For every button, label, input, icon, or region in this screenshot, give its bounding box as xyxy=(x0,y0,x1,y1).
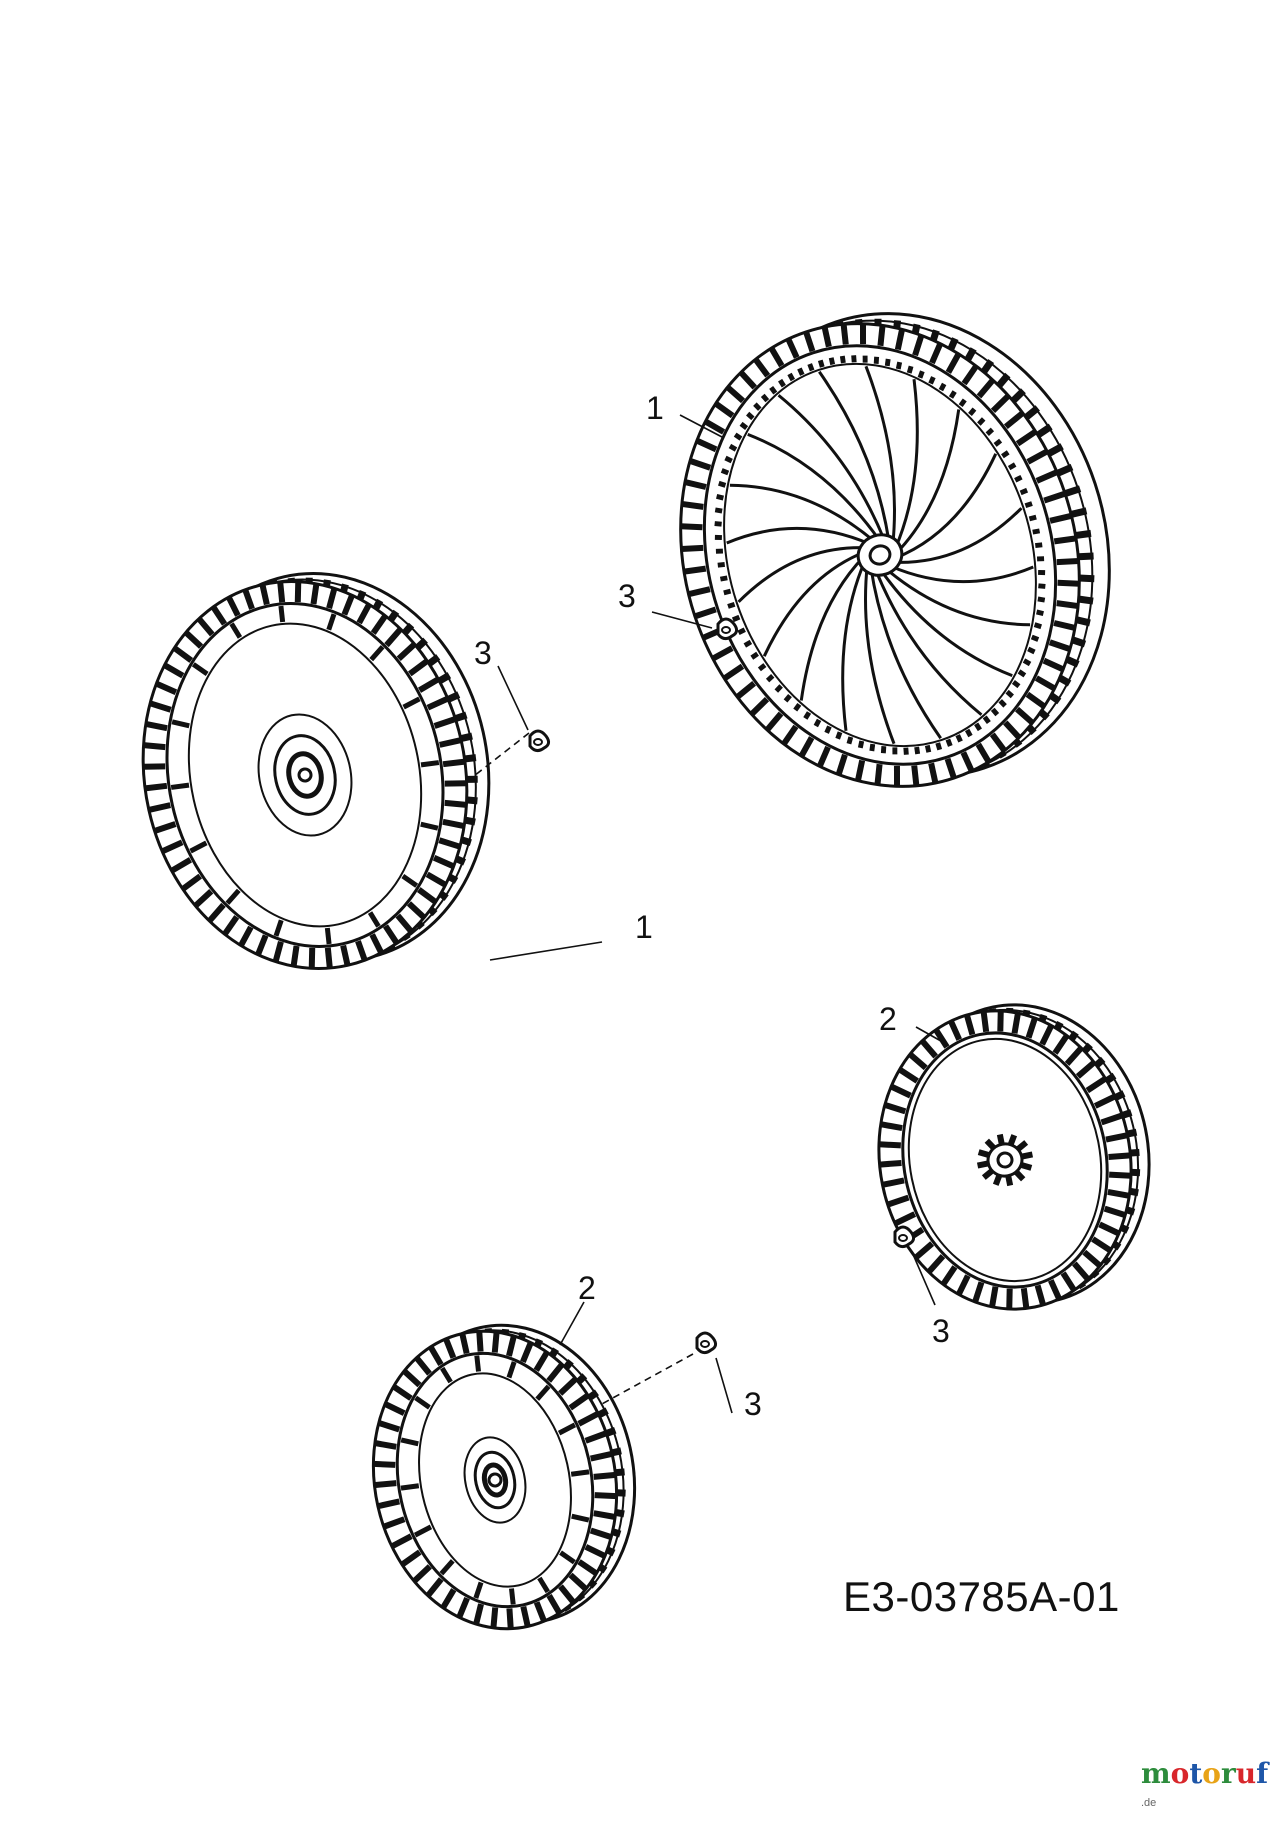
callout-wheel-small-bottom: 2 xyxy=(578,1272,596,1304)
wheel-large-left xyxy=(106,542,525,1000)
wheel-large-top-right xyxy=(621,261,1169,840)
motoruf-logo: motoruf.de xyxy=(1141,1757,1273,1823)
wheel-small-right xyxy=(853,982,1176,1332)
callout-wheel-small-right: 2 xyxy=(879,1003,897,1035)
callout-washer-bottom: 3 xyxy=(744,1388,762,1420)
callout-washer-small-right: 3 xyxy=(932,1315,950,1347)
callout-wheel-top-right: 1 xyxy=(646,392,664,424)
callout-wheel-left: 1 xyxy=(635,911,653,943)
callout-washer-left: 3 xyxy=(474,637,492,669)
wheel-small-bottom xyxy=(345,1301,663,1652)
callout-washer-top: 3 xyxy=(618,580,636,612)
drawing-code: E3-03785A-01 xyxy=(843,1573,1120,1621)
